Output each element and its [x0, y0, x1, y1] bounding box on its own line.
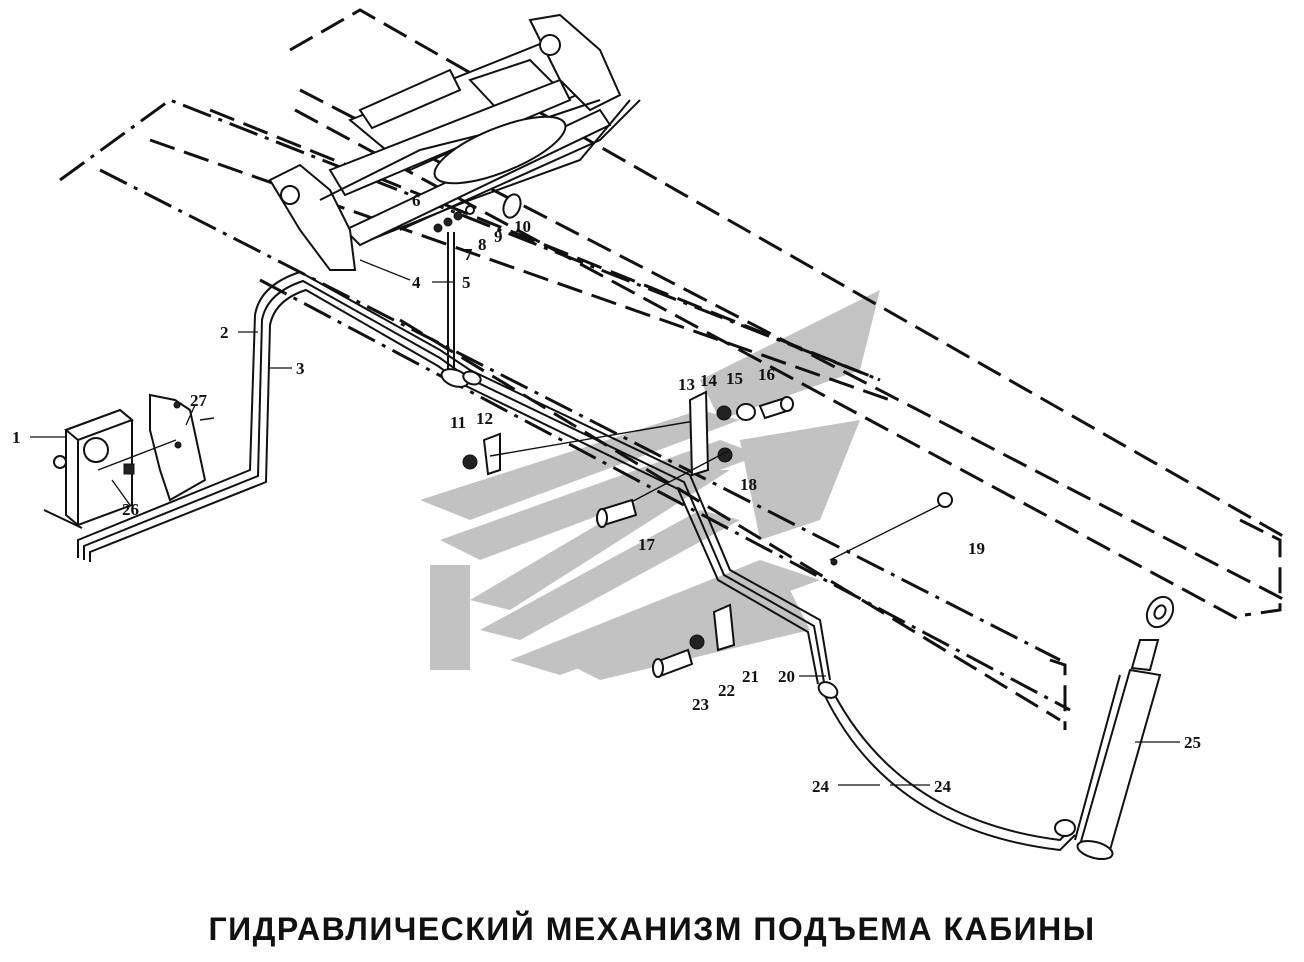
- callout-18: 18: [740, 475, 757, 494]
- fasteners: [462, 390, 953, 678]
- hydraulic-cab-lift-diagram: 1 2 3 4 5 6 7 8 9 10 11 12 13 14 15 16 1…: [12, 8, 1291, 861]
- callout-4: 4: [412, 273, 421, 292]
- watermark-logo: [420, 290, 880, 680]
- callout-11: 11: [450, 413, 466, 432]
- callout-24b: 24: [934, 777, 952, 796]
- callout-1: 1: [12, 428, 21, 447]
- lift-cylinder: [1054, 595, 1175, 861]
- hand-pump: [43, 408, 135, 529]
- hardware-6-10: [433, 193, 522, 370]
- callout-12: 12: [476, 409, 493, 428]
- callout-10: 10: [514, 217, 531, 236]
- callout-22: 22: [718, 681, 735, 700]
- callout-23: 23: [692, 695, 709, 714]
- callout-27: 27: [190, 391, 208, 410]
- hydraulic-lines: [77, 270, 1076, 852]
- callout-20: 20: [778, 667, 795, 686]
- callout-2: 2: [220, 323, 229, 342]
- callout-13: 13: [678, 375, 695, 394]
- callout-7: 7: [464, 245, 473, 264]
- callout-6: 6: [412, 191, 421, 210]
- mounting-plate: [97, 393, 215, 502]
- callout-26: 26: [122, 500, 139, 519]
- callout-19: 19: [968, 539, 985, 558]
- callout-21: 21: [742, 667, 759, 686]
- callout-14: 14: [700, 371, 718, 390]
- callout-16: 16: [758, 365, 775, 384]
- callout-17: 17: [638, 535, 656, 554]
- callout-8: 8: [478, 235, 487, 254]
- cab-lock-bracket: [268, 13, 641, 271]
- callout-3: 3: [296, 359, 305, 378]
- callout-9: 9: [494, 227, 503, 246]
- frame-rails: [59, 8, 1291, 730]
- callout-15: 15: [726, 369, 743, 388]
- diagram-caption: ГИДРАВЛИЧЕСКИЙ МЕХАНИЗМ ПОДЪЕМА КАБИНЫ: [208, 911, 1096, 947]
- callout-labels: 1 2 3 4 5 6 7 8 9 10 11 12 13 14 15 16 1…: [12, 191, 1201, 796]
- callout-25: 25: [1184, 733, 1201, 752]
- leader-lines: [30, 259, 1180, 786]
- callout-24a: 24: [812, 777, 830, 796]
- callout-5: 5: [462, 273, 471, 292]
